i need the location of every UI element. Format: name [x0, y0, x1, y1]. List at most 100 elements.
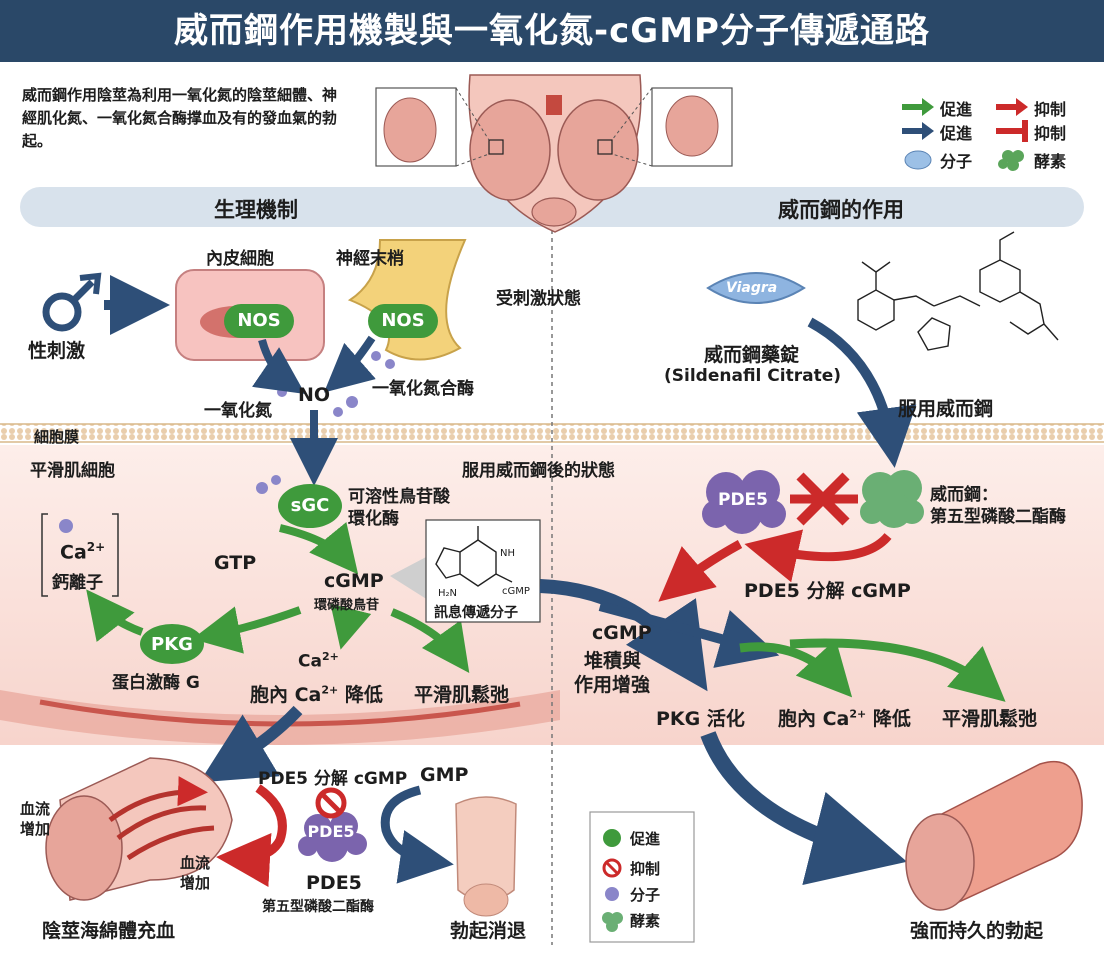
arrow-nerve-to-no [323, 335, 376, 393]
label-after-viagra: 服用威而鋼後的狀態 [462, 461, 615, 481]
label-pde5-name: 第五型磷酸二酯酶 [262, 899, 374, 915]
engorged-penis-illustration [45, 757, 233, 901]
arrow-gtp-to-cgmp [279, 522, 359, 575]
legend-enzyme-icon [998, 150, 1024, 171]
legend-inhibit-red: 抑制 [1034, 100, 1067, 119]
label-nerve: 神經末梢 [336, 249, 404, 269]
intra-ca-sup: 2+ [321, 683, 339, 697]
viagra-enzyme-illustration [860, 470, 924, 528]
label-blood-flow-1: 血流 [20, 800, 51, 818]
label-gmp: GMP [420, 764, 469, 786]
bottom-legend-inhibit: 抑制 [630, 860, 661, 878]
label-stimulated: 受刺激狀態 [496, 289, 581, 309]
label-accum-2: 堆積與 [584, 650, 642, 672]
intra-ca-pre: 胞內 Ca [250, 684, 322, 706]
bottom-legend-enzyme: 酵素 [630, 912, 661, 930]
label-messenger: 訊息傳遞分子 [434, 605, 518, 621]
intra-ca-right-post: 降低 [866, 708, 911, 730]
prohibited-icon [315, 787, 347, 819]
label-cell-membrane: 細胞膜 [34, 428, 80, 446]
label-smooth-muscle-cell: 平滑肌細胞 [30, 461, 115, 481]
ca-sup: 2+ [321, 650, 339, 663]
label-inhibitor-1: 威而鋼： [930, 485, 998, 505]
label-calcium-ion: 鈣離子 [52, 573, 103, 593]
struct-nh: NH [500, 548, 515, 559]
label-accum-3: 作用增強 [574, 674, 651, 696]
bottom-legend-enzyme-icon [602, 912, 623, 932]
nos-pill-nerve [368, 304, 438, 338]
bottom-legend-promote: 促進 [630, 830, 661, 848]
sgc-molecules [256, 475, 281, 494]
bottom-legend-inhibit-icon [602, 858, 622, 878]
pde5-enzyme-label: PDE5 [307, 822, 355, 841]
arrow-pde5-red-cycle [216, 784, 287, 887]
ca-text: Ca [298, 651, 322, 672]
label-cgmp: cGMP [324, 570, 384, 592]
arrow-green-to-relax-right [789, 638, 1006, 702]
cgmp-structure-drawing [435, 526, 513, 587]
label-blood-flow-3: 血流 [180, 854, 211, 872]
legend-promote-blue: 促進 [940, 124, 973, 143]
nos-label-1: NOS [237, 310, 281, 331]
legend-promote-green: 促進 [940, 100, 973, 119]
label-pde5: PDE5 [306, 872, 362, 894]
legend-enzyme: 酵素 [1034, 152, 1067, 171]
label-subside: 勃起消退 [450, 920, 527, 942]
sgc-label: sGC [290, 495, 330, 516]
pkg-enzyme [140, 624, 204, 664]
legend-inhibit-bar: 抑制 [1034, 124, 1067, 143]
legend-blue-arrow-icon [902, 122, 934, 140]
strong-erection-illustration [905, 760, 1083, 911]
arrow-endo-to-no [252, 338, 306, 395]
legend-molecule: 分子 [940, 152, 973, 171]
label-pde5-breaks-right: PDE5 分解 cGMP [744, 580, 911, 602]
penis-cross-section-illustration [468, 74, 642, 233]
zoom-inset-left [375, 87, 490, 167]
label-relax-right: 平滑肌鬆弛 [942, 708, 1038, 730]
bottom-legend-molecule-icon [605, 887, 619, 901]
legend-inhibit-bar-icon [996, 120, 1028, 142]
intra-ca-post: 降低 [338, 684, 383, 706]
struct-h2n: H₂N [438, 588, 458, 599]
intra-ca-right-sup: 2+ [849, 707, 867, 721]
pde5-enzyme-right [702, 470, 786, 534]
arrow-pkg-to-erection [700, 731, 908, 886]
label-blood-flow-4: 增加 [180, 874, 211, 892]
title-bar [0, 0, 1104, 62]
bottom-legend-molecule: 分子 [630, 886, 661, 904]
arrow-pill-to-pde5 [807, 317, 917, 468]
label-ca: Ca2+ [298, 650, 339, 672]
label-no-synthase: 一氧化氮合酶 [372, 379, 474, 399]
struct-cgmp: cGMP [502, 586, 530, 597]
label-sgc-name-1: 可溶性鳥苷酸 [348, 487, 450, 507]
sildenafil-structure [857, 231, 1059, 351]
arrow-enzyme-to-pde5-red [744, 529, 892, 583]
nos-label-2: NOS [381, 310, 425, 331]
arrow-pkg-to-ca-ion [86, 589, 144, 642]
ca-ion-sup: 2+ [86, 540, 106, 554]
ca-ion-text: Ca [60, 541, 87, 564]
label-inhibitor-2: 第五型磷酸二酯酶 [930, 507, 1066, 527]
label-pkg-name: 蛋白激酶 G [112, 673, 200, 693]
label-relax-left: 平滑肌鬆弛 [414, 684, 510, 706]
arrow-relax-to-engorged [199, 705, 303, 783]
zoom-inset-right [611, 87, 733, 167]
pde5-right-label: PDE5 [717, 490, 768, 510]
label-engorged: 陰莖海綿體充血 [42, 920, 176, 942]
label-drug-en: (Sildenafil Citrate) [664, 366, 841, 386]
pkg-label: PKG [151, 634, 193, 655]
arrow-cgmp-to-pkg [192, 606, 302, 654]
intro-text: 威而鋼作用陰莖為利用一氧化氮的陰莖細體、神經肌化氮、一氧化氮合酶撑血及有的發血氣… [22, 86, 338, 150]
arrow-cgmp-to-relax [390, 608, 470, 674]
arrow-green-to-ca-right [739, 639, 853, 698]
label-sexual-stim: 性刺激 [28, 340, 86, 362]
pill-text: Viagra [726, 280, 778, 296]
section-right-title: 威而鋼的作用 [778, 198, 904, 222]
label-sgc-name-2: 環化酶 [348, 509, 399, 529]
label-pde5-breaks-left: PDE5 分解 cGMP [258, 769, 408, 789]
cgmp-structure-box [425, 519, 541, 623]
legend-molecule-icon [904, 150, 932, 170]
legend-green-arrow-icon [902, 98, 934, 116]
arrow-cgmp-to-ca [330, 603, 372, 650]
